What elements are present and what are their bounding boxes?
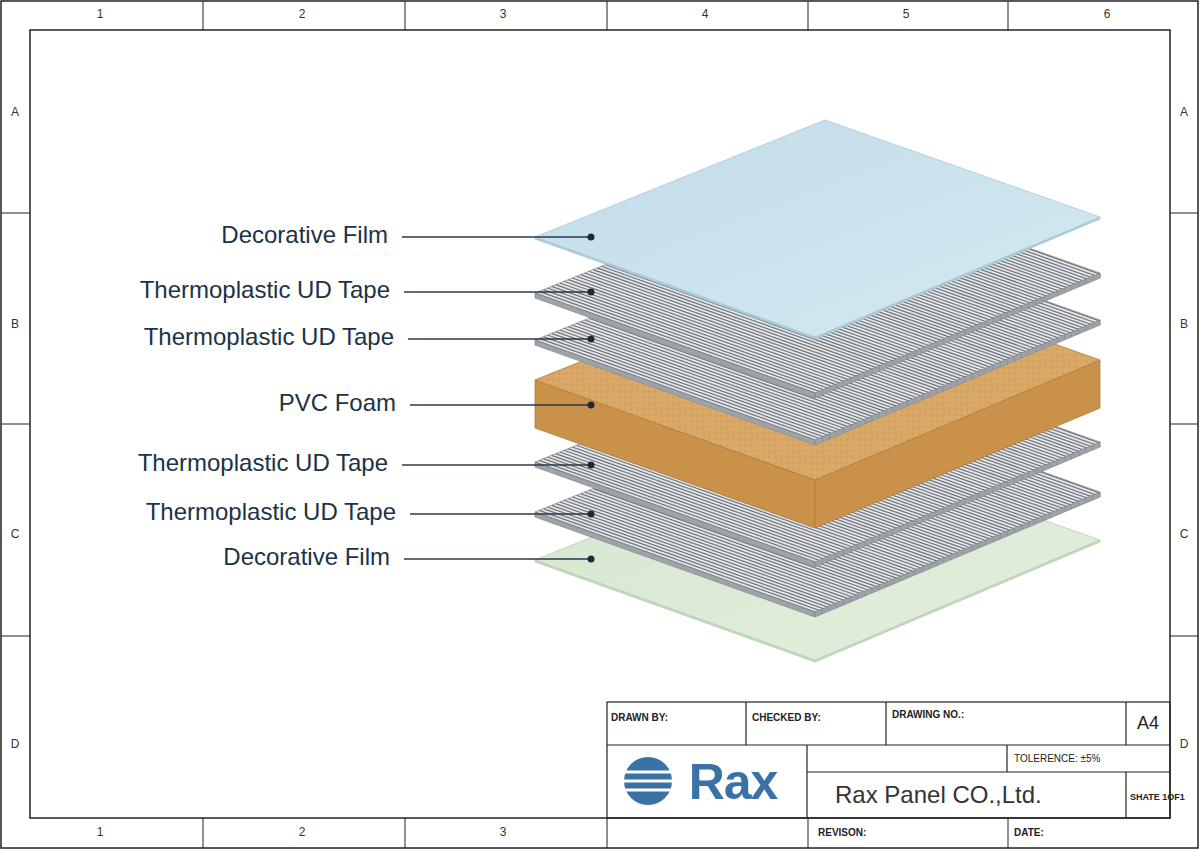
title-block-field: REVISON: [818,827,866,838]
layer-stack [535,120,1119,662]
layer-label: Decorative Film [223,544,390,570]
zone-number: 3 [500,826,507,839]
zone-letter: D [11,738,20,751]
logo-text: Rax [689,755,778,810]
zone-number: 2 [299,8,306,21]
title-block [607,702,1170,818]
inner-frame [30,30,1170,818]
zone-number: 1 [97,8,104,21]
layer-label: PVC Foam [279,390,396,416]
title-block-field: DRAWING NO.: [892,709,964,720]
title-block-field: A4 [1137,714,1159,734]
zone-number: 1 [97,826,104,839]
title-block-field: CHECKED BY: [752,712,821,723]
leader-lines [402,233,595,562]
layer-label: Thermoplastic UD Tape [138,450,388,476]
title-block-field: TOLERENCE: ±5% [1014,753,1100,764]
zone-letter: B [1180,318,1188,331]
title-block-field: DRAWN BY: [611,712,668,723]
zone-letter: C [11,528,20,541]
layer-label: Thermoplastic UD Tape [144,324,394,350]
zone-number: 3 [500,8,507,21]
panel-layer [535,120,1100,339]
zone-number: 4 [702,8,709,21]
zone-number: 2 [299,826,306,839]
layer-label: Decorative Film [221,222,388,248]
zone-letter: C [1180,528,1189,541]
zone-letter: A [1180,106,1188,119]
title-block-field: SHATE 1OF1 [1130,793,1185,803]
layer-label: Thermoplastic UD Tape [140,277,390,303]
zone-letter: A [11,106,19,119]
zone-letter: B [11,318,19,331]
company-name: Rax Panel CO.,Ltd. [835,782,1042,808]
title-block-field: DATE: [1014,827,1044,838]
logo-mark [624,757,672,805]
zone-number: 5 [903,8,910,21]
layer-label: Thermoplastic UD Tape [146,499,396,525]
zone-number: 6 [1104,8,1111,21]
zone-letter: D [1180,738,1189,751]
